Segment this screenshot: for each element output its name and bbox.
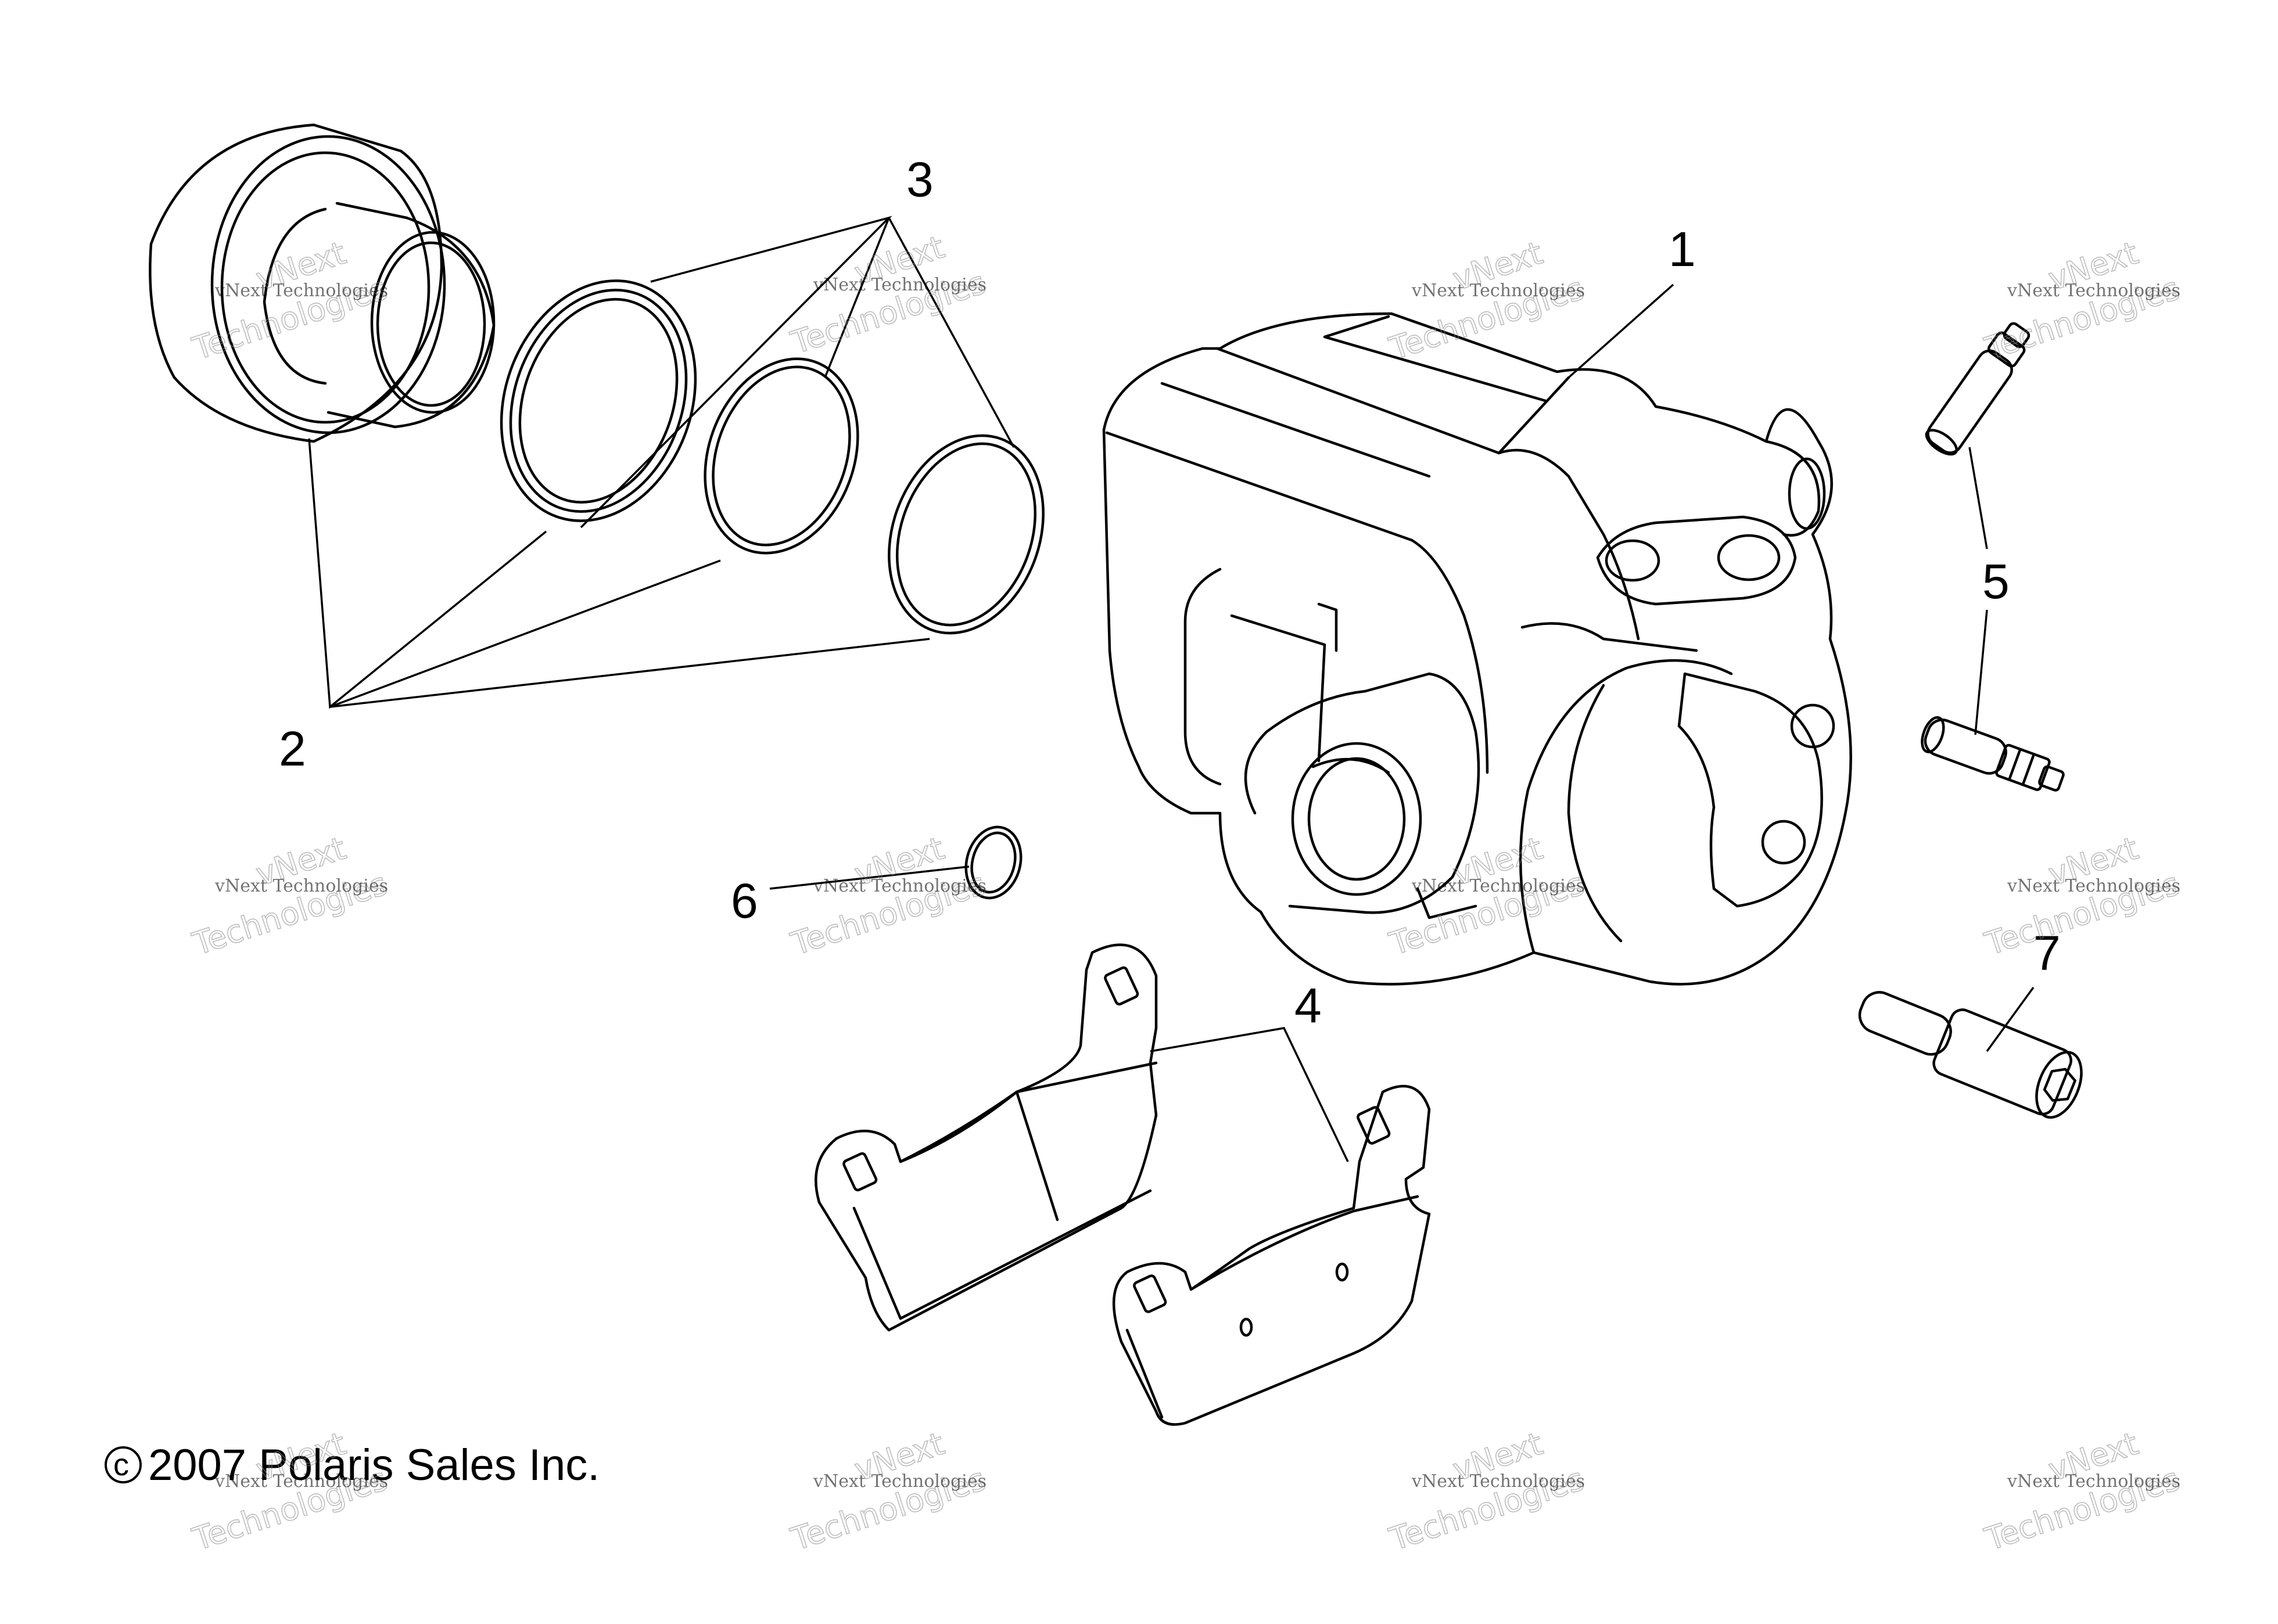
callout-numbers: 1 2 3 4 5 6 7 <box>279 152 2061 1033</box>
watermark-text: vNext Technologies <box>2007 281 2180 301</box>
watermark-text: vNext Technologies <box>813 275 986 295</box>
part-1-caliper-body <box>1102 312 1852 986</box>
part-7-pin-bolt <box>1858 991 2083 1119</box>
copyright-symbol-circle <box>105 1446 142 1483</box>
part-5-bleeder-screws <box>1921 322 2065 792</box>
callout-1: 1 <box>1669 222 1696 276</box>
callout-4: 4 <box>1294 978 1322 1033</box>
watermark-text: vNext Technologies <box>214 1471 388 1492</box>
copyright-symbol: c <box>113 1447 129 1482</box>
watermark-text: vNext Technologies <box>1411 281 1585 301</box>
leader-lines <box>308 215 2035 1162</box>
watermark-text: vNext Technologies <box>813 1471 986 1492</box>
part-6-o-ring <box>964 825 1023 900</box>
watermark-text: vNext Technologies <box>214 876 388 896</box>
watermark-text: vNext Technologies <box>813 876 986 896</box>
watermark-text: vNext Technologies <box>1411 1471 1585 1492</box>
part-4-brake-pads <box>815 943 1431 1426</box>
copyright-text: 2007 Polaris Sales Inc. <box>148 1440 600 1490</box>
watermark-text: vNext Technologies <box>214 281 388 301</box>
part-3-seals <box>500 279 1045 635</box>
copyright-notice: c 2007 Polaris Sales Inc. <box>105 1440 600 1490</box>
watermark-text: vNext Technologies <box>2007 1471 2180 1492</box>
callout-7: 7 <box>2033 926 2061 980</box>
watermark-text: vNext Technologies <box>2007 876 2180 896</box>
callout-6: 6 <box>731 874 758 928</box>
part-2-piston <box>149 123 496 443</box>
watermark-text: vNext Technologies <box>1411 876 1585 896</box>
callout-2: 2 <box>279 721 306 776</box>
callout-5: 5 <box>1982 554 2010 609</box>
callout-3: 3 <box>906 152 934 207</box>
